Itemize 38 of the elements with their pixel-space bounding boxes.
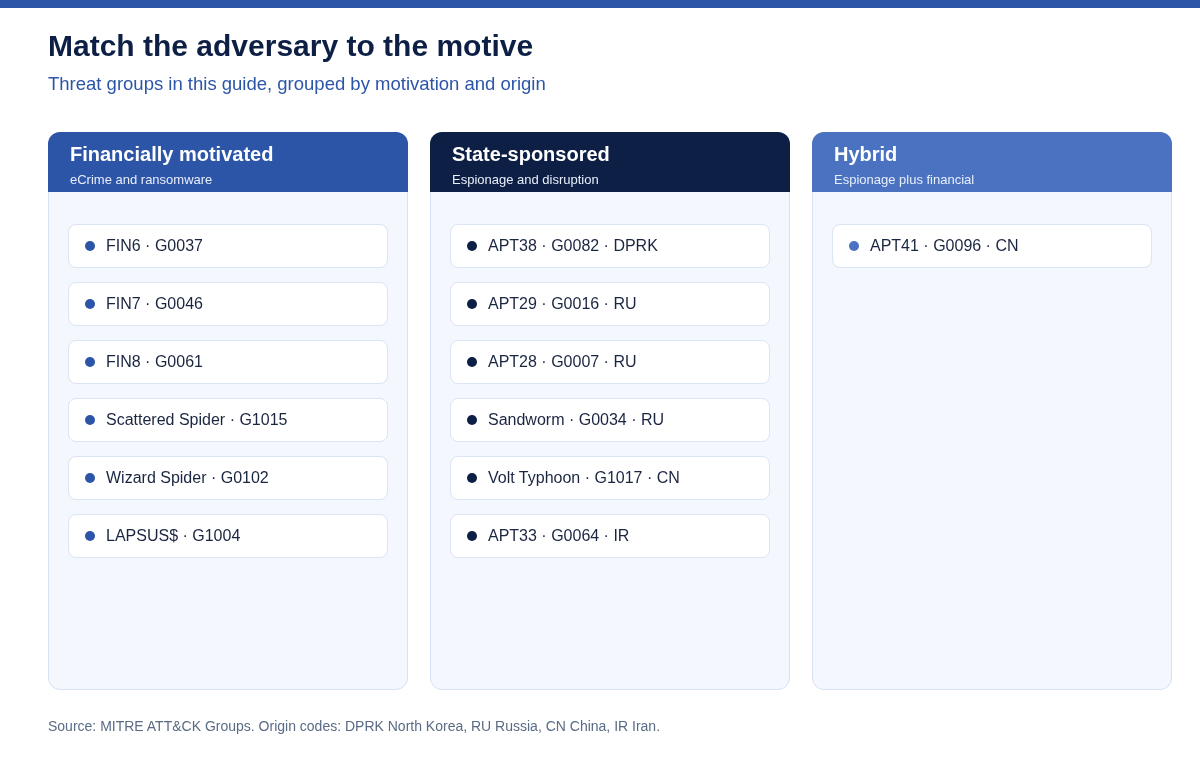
group-card <box>832 224 1152 268</box>
category-panel <box>48 132 408 690</box>
source-note: Source: MITRE ATT&CK Groups. Origin codes: DPRK North Korea, RU Russia, CN China, IR Iran. <box>48 718 661 734</box>
group-name: FIN6 · G0037 <box>106 237 203 255</box>
group-name: APT29 · G0016 · RU <box>488 295 637 313</box>
group-name: APT38 · G0082 · DPRK <box>488 237 658 255</box>
panel-heading: Hybrid <box>834 143 898 166</box>
group-card <box>450 456 770 500</box>
panel-heading: Financially motivated <box>70 143 274 166</box>
group-card <box>450 398 770 442</box>
group-name: FIN7 · G0046 <box>106 295 203 313</box>
group-card <box>450 514 770 558</box>
group-card <box>450 282 770 326</box>
group-card <box>68 456 388 500</box>
diagram-title: Match the adversary to the motive <box>48 29 534 63</box>
group-card <box>450 340 770 384</box>
category-panel <box>812 132 1172 690</box>
group-name: LAPSUS$ · G1004 <box>106 527 241 545</box>
group-name: Sandworm · G0034 · RU <box>488 411 665 429</box>
panel-subheading: Espionage and disruption <box>452 172 599 187</box>
group-card <box>68 282 388 326</box>
group-card <box>450 224 770 268</box>
group-name: FIN8 · G0061 <box>106 353 203 371</box>
group-name: APT33 · G0064 · IR <box>488 527 630 545</box>
group-card <box>68 224 388 268</box>
panel-subheading: eCrime and ransomware <box>70 172 213 187</box>
group-card <box>68 398 388 442</box>
panel-subheading: Espionage plus financial <box>834 172 975 187</box>
subtitle-text: Threat groups in this guide, grouped by motivation and origin <box>48 73 546 95</box>
group-card <box>68 340 388 384</box>
group-name: Scattered Spider · G1015 <box>106 411 288 429</box>
group-name: APT41 · G0096 · CN <box>870 237 1019 255</box>
group-name: Volt Typhoon · G1017 · CN <box>488 469 680 487</box>
category-panel <box>430 132 790 690</box>
panel-heading: State-sponsored <box>452 143 610 166</box>
group-name: APT28 · G0007 · RU <box>488 353 637 371</box>
group-name: Wizard Spider · G0102 <box>106 469 269 487</box>
group-card <box>68 514 388 558</box>
